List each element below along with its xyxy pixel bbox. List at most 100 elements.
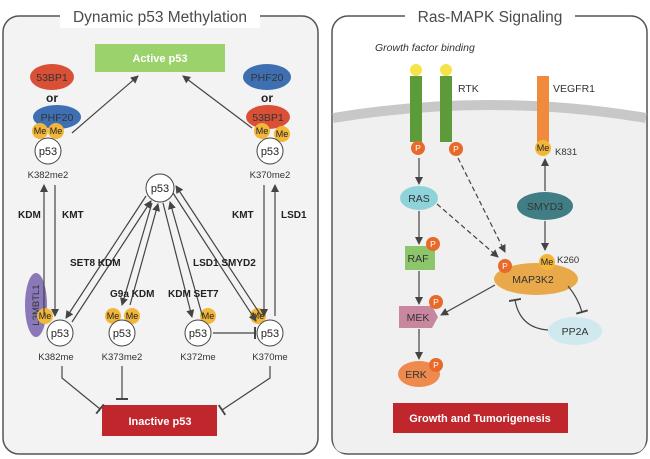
arrow-center-to-k372me	[162, 202, 195, 318]
me-badge	[274, 126, 290, 142]
phf20-reader-right	[243, 64, 291, 90]
rtk-receptor	[440, 76, 452, 142]
dashed-arrow-ras-to-map3k2	[436, 203, 499, 258]
arrow-k372me-to-center	[168, 201, 204, 319]
enzyme-label-kdm-set7: KDM SET7	[168, 289, 219, 300]
or-label-left: or	[46, 91, 58, 105]
mek-node	[399, 306, 438, 328]
phospho-label: P	[502, 261, 508, 271]
me-badge	[200, 308, 216, 324]
left-panel: Dynamic p53 Methylation Active p53 Inact…	[2, 4, 319, 455]
me-label: Me	[202, 311, 215, 321]
53bp1-reader-right	[246, 105, 290, 129]
enzyme-label-g9a-kdm: G9a KDM	[110, 289, 154, 300]
p53-node-k373me2	[108, 319, 136, 347]
ras-label: RAS	[408, 193, 430, 205]
me-badge	[254, 123, 270, 139]
enzyme-label-kdm: KDM	[18, 210, 41, 221]
arrow-map3k2-to-mek	[440, 284, 496, 316]
phospho-label: P	[415, 143, 421, 153]
growth-tumorigenesis-box	[393, 403, 568, 433]
p53-node-k370me2	[256, 137, 284, 165]
site-label-k382me2: K382me2	[28, 170, 69, 181]
active-p53-box	[95, 44, 225, 72]
vegfr1-receptor	[537, 76, 549, 142]
enzyme-label-kmt: KMT	[62, 210, 84, 221]
53bp1-reader-left	[30, 64, 74, 90]
site-label-k373me2: K373me2	[102, 352, 143, 363]
p53-label: p53	[51, 328, 69, 340]
53bp1-label-left: 53BP1	[36, 72, 68, 84]
me-badge	[32, 123, 48, 139]
me-label: Me	[50, 126, 63, 136]
or-label-right: or	[261, 91, 273, 105]
vegfr1-label: VEGFR1	[553, 83, 595, 95]
p53-label: p53	[261, 328, 279, 340]
phospho-label: P	[433, 297, 439, 307]
p53-label: p53	[113, 328, 131, 340]
phospho-badge	[498, 259, 512, 273]
site-label-k372me: K372me	[180, 352, 215, 363]
growth-factor-label: Growth factor binding	[375, 42, 475, 54]
inactive-p53-label: Inactive p53	[129, 416, 192, 428]
me-badge	[37, 308, 53, 324]
enzyme-label-kmt-right: KMT	[232, 210, 254, 221]
right-panel: Ras-MAPK Signaling Growth factor binding…	[331, 4, 648, 455]
arrow-k370me-to-center	[175, 185, 263, 318]
l3mbtl1-label: L3MBTL1	[31, 284, 42, 325]
site-label-k370me2: K370me2	[250, 170, 291, 181]
ligand-dot	[440, 64, 452, 76]
phospho-badge	[426, 237, 440, 251]
arrow-k382me-to-center	[71, 200, 152, 323]
inhibit-k382me-to-inactive	[61, 366, 105, 415]
me-label: Me	[537, 143, 550, 153]
smyd3-label: SMYD3	[527, 201, 563, 213]
phospho-label: P	[453, 144, 459, 154]
ras-node	[400, 186, 438, 210]
me-label: Me	[126, 311, 139, 321]
p53-label: p53	[261, 146, 279, 158]
53bp1-label-right: 53BP1	[252, 112, 284, 124]
ligand-dot	[410, 64, 422, 76]
me-label: Me	[252, 311, 265, 321]
inhibit-k370me-to-inactive	[217, 366, 271, 416]
p53-node-center	[145, 173, 175, 203]
cytoplasm	[333, 105, 646, 453]
phospho-badge	[429, 295, 443, 309]
cell-membrane	[332, 100, 647, 123]
me-label: Me	[276, 129, 289, 139]
inhibit-pp2a-to-map3k2	[508, 297, 549, 331]
mek-label: MEK	[407, 312, 430, 324]
phospho-badge	[429, 358, 443, 372]
p53-label: p53	[39, 146, 57, 158]
me-label: Me	[107, 311, 120, 321]
right-title-bg	[405, 4, 575, 28]
arrow-center-to-k370me	[172, 192, 257, 322]
phospho-label: P	[433, 360, 439, 370]
site-label-k370me: K370me	[252, 352, 287, 363]
me-label: Me	[34, 126, 47, 136]
enzyme-label-lsd1-smyd2: LSD1 SMYD2	[193, 258, 256, 269]
erk-label: ERK	[405, 369, 427, 381]
smyd3-node	[517, 192, 573, 220]
left-title-bg	[60, 4, 260, 28]
me-label: Me	[541, 257, 554, 267]
arrow-k370me2-to-active	[182, 75, 253, 129]
me-badge	[124, 308, 140, 324]
k831-label: K831	[555, 147, 577, 158]
p53-node-k372me	[184, 319, 212, 347]
p53-label: p53	[189, 328, 207, 340]
p53-node-k382me	[46, 319, 74, 347]
arrow-k382me2-to-active	[71, 75, 139, 134]
rtk-receptor	[410, 76, 422, 142]
k260-label: K260	[557, 255, 579, 266]
pp2a-label: PP2A	[562, 326, 589, 338]
phf20-label-left: PHF20	[41, 112, 74, 124]
enzyme-label-lsd1: LSD1	[281, 210, 307, 221]
enzyme-label-set8-kdm: SET8 KDM	[70, 258, 121, 269]
growth-tumorigenesis-label: Growth and Tumorigenesis	[409, 413, 551, 425]
phospho-badge	[449, 142, 463, 156]
phospho-badge	[411, 141, 425, 155]
phf20-label-right: PHF20	[251, 72, 284, 84]
me-badge	[539, 254, 555, 270]
